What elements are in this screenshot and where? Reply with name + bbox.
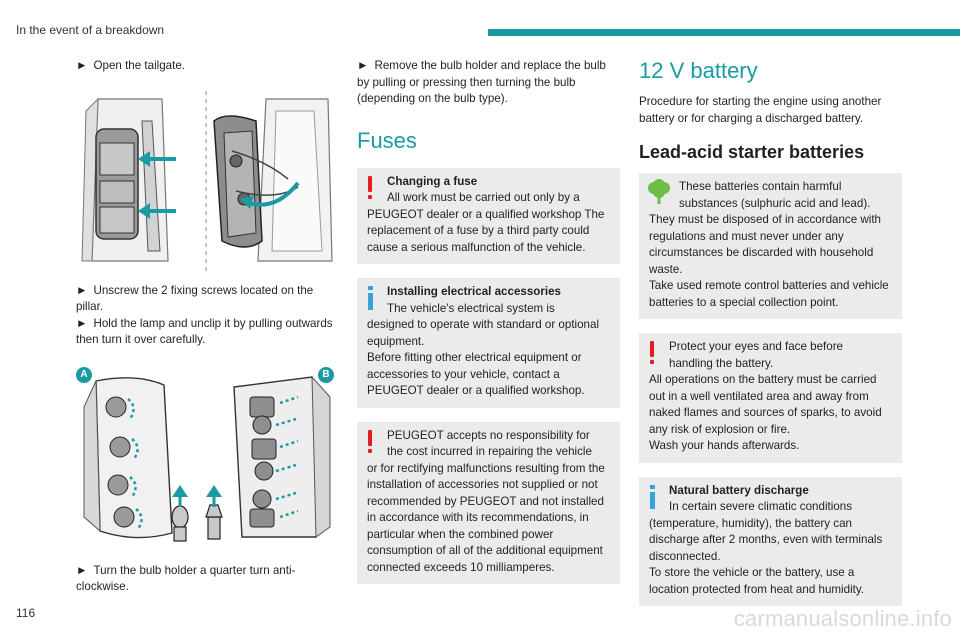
- header-accent-bar: [488, 29, 960, 36]
- column-1: ►Open the tailgate.: [76, 58, 336, 596]
- running-header: In the event of a breakdown: [16, 23, 165, 37]
- changing-fuse-warning: Changing a fuse All work must be carried…: [357, 167, 620, 264]
- battery-discharge-info: Natural battery discharge In certain sev…: [639, 476, 902, 606]
- tree-icon: [647, 179, 671, 205]
- exclamation-icon: [367, 429, 373, 454]
- battery-intro: Procedure for starting the engine using …: [639, 95, 882, 125]
- figure-label-a: A: [76, 366, 92, 383]
- watermark: carmanualsonline.info: [733, 606, 952, 631]
- column-2: ►Remove the bulb holder and replace the …: [357, 58, 620, 598]
- pointer-icon: ►: [76, 59, 88, 72]
- pointer-icon: ►: [76, 283, 88, 297]
- pointer-icon: ►: [357, 59, 369, 72]
- responsibility-warning: PEUGEOT accepts no responsibility for th…: [357, 421, 620, 584]
- info-icon: [367, 286, 375, 310]
- exclamation-icon: [367, 175, 373, 200]
- battery-heading: 12 V battery: [639, 58, 758, 83]
- step-unscrew-screws: ►Unscrew the 2 fixing screws located on …: [76, 283, 314, 314]
- info-icon: [649, 484, 657, 509]
- disposal-environment-note: These batteries contain harmful substanc…: [639, 173, 902, 319]
- lead-acid-heading: Lead-acid starter batteries: [639, 142, 865, 162]
- page-number: 116: [16, 606, 36, 620]
- step-turn-bulb-holder: ►Turn the bulb holder a quarter turn ant…: [76, 563, 296, 594]
- pointer-icon: ►: [76, 316, 88, 330]
- step-remove-bulb-holder: ►Remove the bulb holder and replace the …: [357, 59, 606, 105]
- eye-protection-warning: Protect your eyes and face before handli…: [639, 333, 902, 463]
- figure-label-b: B: [318, 366, 334, 383]
- fuses-heading: Fuses: [357, 127, 417, 153]
- bulb-holder-illustration: A B: [76, 366, 336, 547]
- pointer-icon: ►: [76, 563, 88, 577]
- exclamation-icon: [649, 341, 655, 365]
- tailgate-lamp-illustration: [76, 90, 336, 271]
- column-3: 12 V battery Procedure for starting the …: [639, 58, 902, 620]
- electrical-accessories-info: Installing electrical accessories The ve…: [357, 278, 620, 408]
- step-open-tailgate: ►Open the tailgate.: [76, 59, 186, 72]
- step-unclip-lamp: ►Hold the lamp and unclip it by pulling …: [76, 316, 333, 347]
